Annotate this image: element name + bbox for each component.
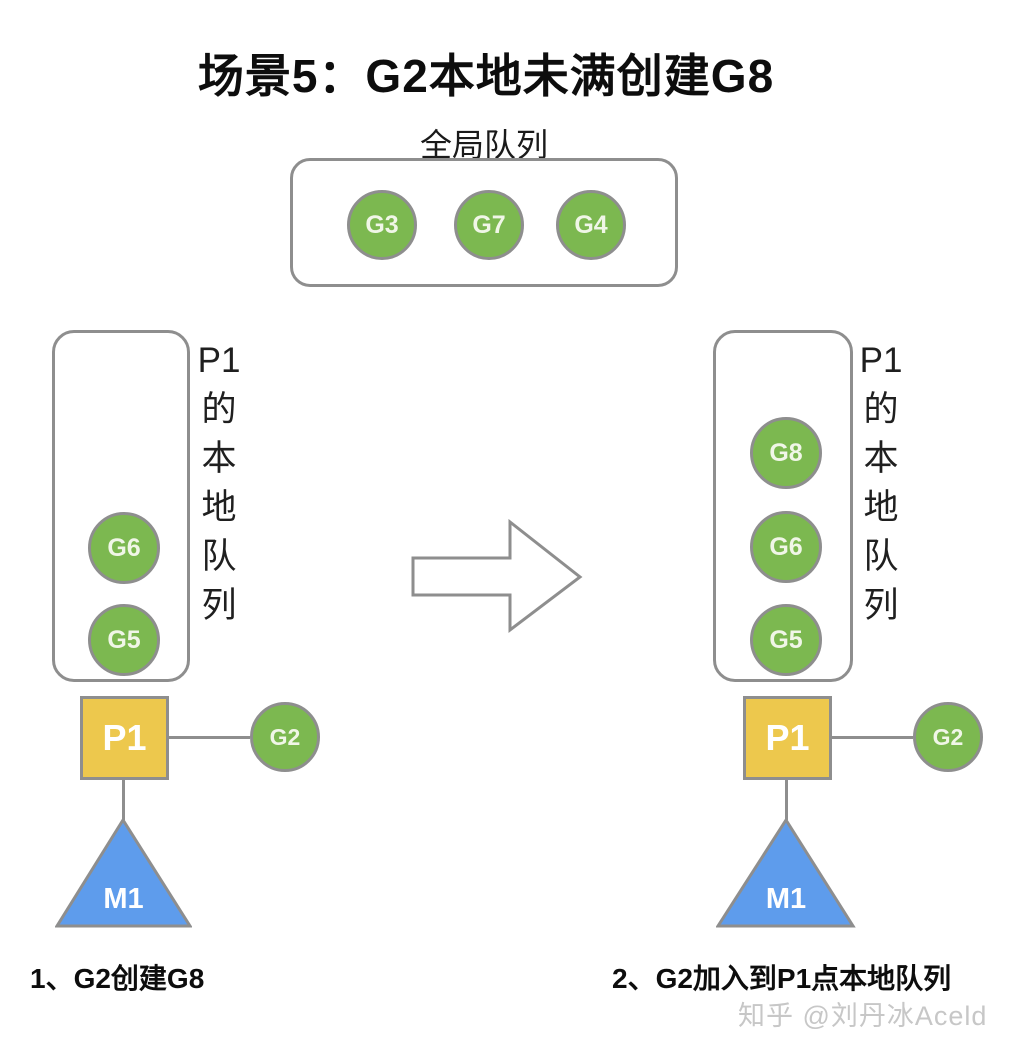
left-p1-m1-connector [122, 780, 125, 820]
left-local-queue-box: G6 G5 [52, 330, 190, 682]
right-local-queue-vertical-label: P1 的 本 地 队 列 [855, 336, 907, 630]
goroutine-label: G6 [107, 533, 141, 562]
goroutine-node-g5: G5 [88, 604, 160, 676]
goroutine-label: G4 [574, 210, 608, 239]
goroutine-label: G5 [769, 625, 803, 654]
right-local-queue-box: G8 G6 G5 [713, 330, 853, 682]
vlabel-char: P1 [859, 341, 903, 380]
global-queue-label: 全局队列 [419, 127, 548, 163]
goroutine-node-g3: G3 [347, 190, 417, 260]
left-goroutine-node-g2: G2 [250, 702, 320, 772]
right-processor-node-p1: P1 [743, 696, 832, 780]
machine-label: M1 [103, 883, 144, 915]
goroutine-label: G2 [932, 723, 964, 750]
triangle-icon [54, 817, 193, 928]
goroutine-label: G8 [769, 438, 803, 467]
goroutine-label: G5 [107, 625, 141, 654]
vlabel-char: 地 [863, 488, 899, 527]
goroutine-label: G7 [472, 210, 506, 239]
watermark: 知乎 @刘丹冰Aceld [738, 1001, 988, 1031]
processor-label: P1 [765, 717, 810, 758]
vlabel-char: 列 [863, 586, 899, 625]
goroutine-node-g6: G6 [750, 511, 822, 583]
goroutine-node-g6: G6 [88, 512, 160, 584]
vlabel-char: 地 [201, 488, 237, 527]
vlabel-char: 的 [863, 390, 899, 429]
left-p1-g2-connector [166, 736, 250, 739]
vlabel-char: 的 [201, 390, 237, 429]
triangle-icon [715, 817, 856, 928]
left-local-queue-vertical-label: P1 的 本 地 队 列 [193, 336, 245, 630]
right-goroutine-node-g2: G2 [913, 702, 983, 772]
left-processor-node-p1: P1 [80, 696, 169, 780]
goroutine-node-g5: G5 [750, 604, 822, 676]
right-arrow-icon [411, 519, 583, 634]
goroutine-node-g4: G4 [556, 190, 626, 260]
left-machine-node-m1: M1 [54, 816, 193, 928]
vlabel-char: 队 [863, 537, 899, 576]
global-queue-box: G3 G7 G4 [290, 158, 678, 287]
right-step-caption: 2、G2加入到P1点本地队列 [612, 963, 952, 994]
goroutine-label: G6 [769, 532, 803, 561]
vlabel-char: P1 [197, 341, 241, 380]
right-p1-g2-connector [829, 736, 913, 739]
left-step-caption: 1、G2创建G8 [30, 963, 205, 994]
right-p1-m1-connector [785, 780, 788, 820]
vlabel-char: 本 [863, 439, 899, 478]
processor-label: P1 [102, 717, 147, 758]
goroutine-node-g7: G7 [454, 190, 524, 260]
vlabel-char: 本 [201, 439, 237, 478]
goroutine-label: G3 [365, 210, 399, 239]
goroutine-node-g8: G8 [750, 417, 822, 489]
machine-label: M1 [765, 883, 807, 915]
vlabel-char: 队 [201, 537, 237, 576]
right-machine-node-m1: M1 [715, 816, 856, 928]
goroutine-label: G2 [269, 723, 301, 750]
vlabel-char: 列 [201, 586, 237, 625]
page-title: 场景5：G2本地未满创建G8 [197, 50, 775, 102]
